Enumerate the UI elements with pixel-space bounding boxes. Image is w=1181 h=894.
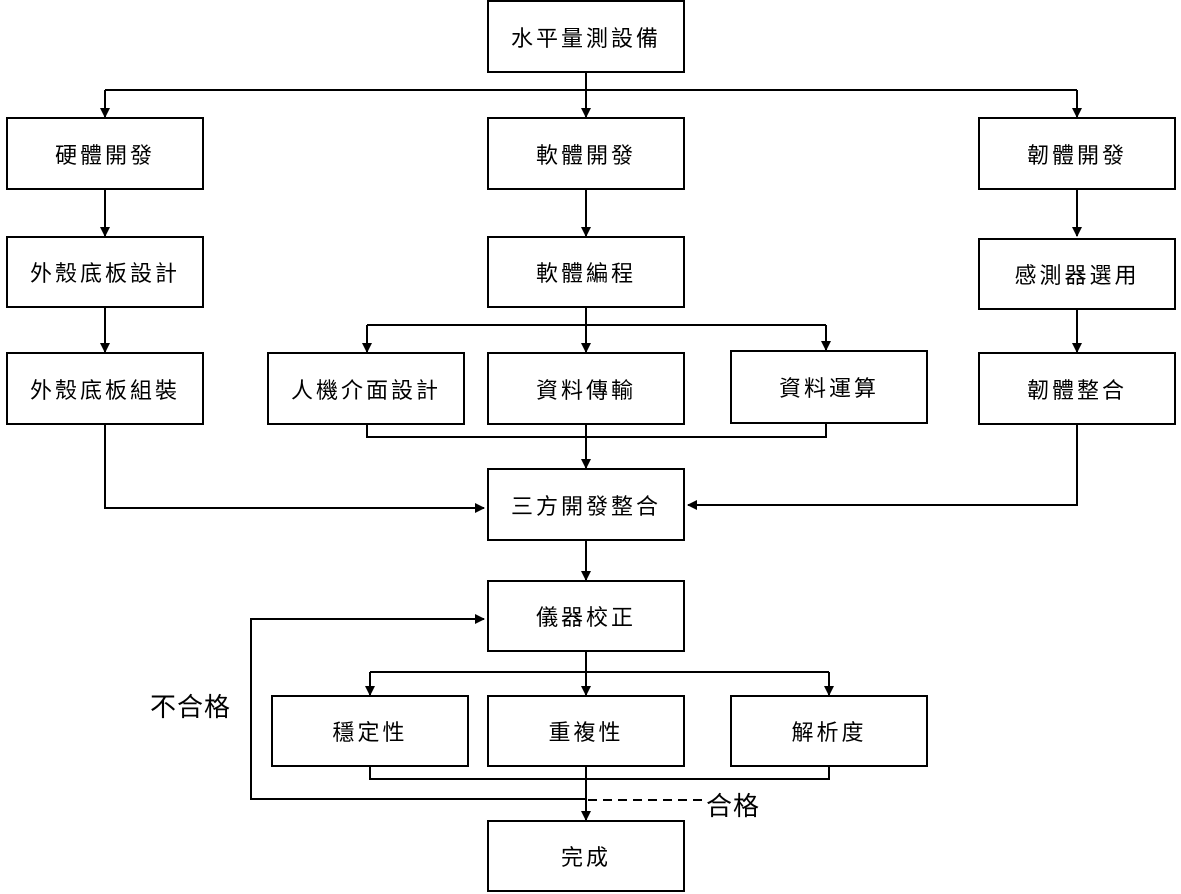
node-software-programming: 軟體編程 (487, 236, 685, 308)
label-fail: 不合格 (150, 693, 232, 723)
node-hardware: 硬體開發 (6, 117, 204, 190)
arrow-fail-loop (250, 614, 586, 800)
node-sensor-selection: 感測器選用 (978, 238, 1176, 310)
merge-bar-tests (369, 767, 830, 780)
node-stability: 穩定性 (271, 695, 469, 767)
node-hmi-design: 人機介面設計 (267, 352, 465, 425)
node-root: 水平量測設備 (487, 0, 685, 73)
label-pass: 合格 (706, 792, 761, 822)
merge-bar-software (366, 424, 827, 438)
node-shell-design: 外殼底板設計 (6, 236, 204, 308)
node-done: 完成 (487, 820, 685, 892)
node-shell-assembly: 外殼底板組裝 (6, 352, 204, 425)
node-software: 軟體開發 (487, 117, 685, 190)
arrow-firmware-to-integration (687, 425, 1078, 510)
node-resolution: 解析度 (730, 695, 928, 767)
node-data-transfer: 資料傳輸 (487, 352, 685, 425)
arrow-assembly-integration (104, 425, 485, 513)
node-tripartite-integration: 三方開發整合 (487, 468, 685, 541)
node-firmware-integration: 韌體整合 (978, 352, 1176, 425)
node-firmware: 韌體開發 (978, 117, 1176, 190)
node-repeatability: 重複性 (487, 695, 685, 767)
node-calibration: 儀器校正 (487, 580, 685, 652)
node-data-computation: 資料運算 (730, 350, 928, 424)
